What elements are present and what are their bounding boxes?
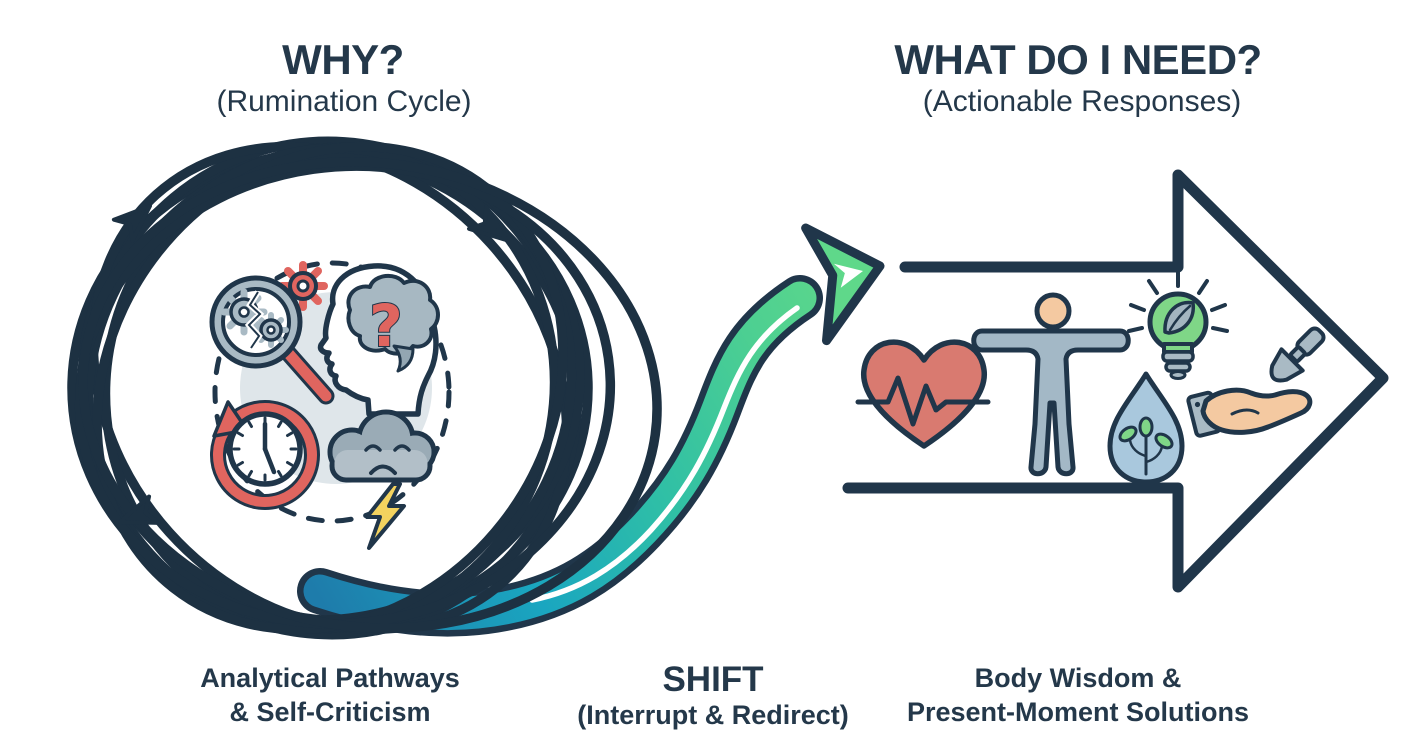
- shift-arrowhead-icon: [801, 223, 885, 346]
- tangle-arrowheads: [111, 204, 508, 525]
- shift-arrow-highlight: [529, 305, 800, 603]
- left-title: WHY?: [282, 36, 404, 83]
- brain-icon: [346, 274, 440, 356]
- magnifier-gears-icon: [209, 261, 335, 405]
- lightning-bolt-icon: [365, 482, 406, 550]
- dashed-circle: [212, 260, 452, 524]
- question-mark-glyph: ?: [369, 292, 403, 360]
- tangle-arrowhead-icon: [118, 494, 161, 525]
- head-question-icon: ?: [317, 263, 440, 417]
- rewind-clock-icon: [210, 400, 320, 510]
- right-subtitle: (Actionable Responses): [922, 85, 1242, 118]
- rumination-tangle: [67, 136, 662, 640]
- left-subtitle: (Rumination Cycle): [216, 85, 472, 118]
- shift-subcaption: (Interrupt & Redirect): [577, 700, 849, 730]
- right-title: WHAT DO I NEED?: [894, 36, 1262, 83]
- broken-gears-icon: [220, 288, 289, 350]
- tangle-arrowhead-icon: [111, 204, 152, 243]
- left-caption-line2: & Self-Criticism: [229, 697, 431, 727]
- bulb-leaf-icon: [1127, 270, 1229, 380]
- right-caption-line1: Body Wisdom &: [974, 663, 1182, 693]
- hand-trowel-icon: [1186, 326, 1326, 438]
- forward-arrow: [842, 169, 1389, 593]
- tangle-arrowhead-icon: [467, 204, 508, 242]
- shift-caption: SHIFT: [662, 660, 764, 699]
- heart-pulse-icon: [855, 339, 991, 449]
- left-caption-line1: Analytical Pathways: [200, 663, 460, 693]
- person-open-arms-icon: [971, 292, 1131, 477]
- red-gear-icon: [278, 261, 328, 311]
- storm-cloud-lightning-icon: [327, 409, 437, 550]
- water-drop-plant-icon: [1107, 371, 1185, 485]
- right-caption-line2: Present-Moment Solutions: [906, 697, 1250, 727]
- trowel-icon: [1269, 326, 1326, 383]
